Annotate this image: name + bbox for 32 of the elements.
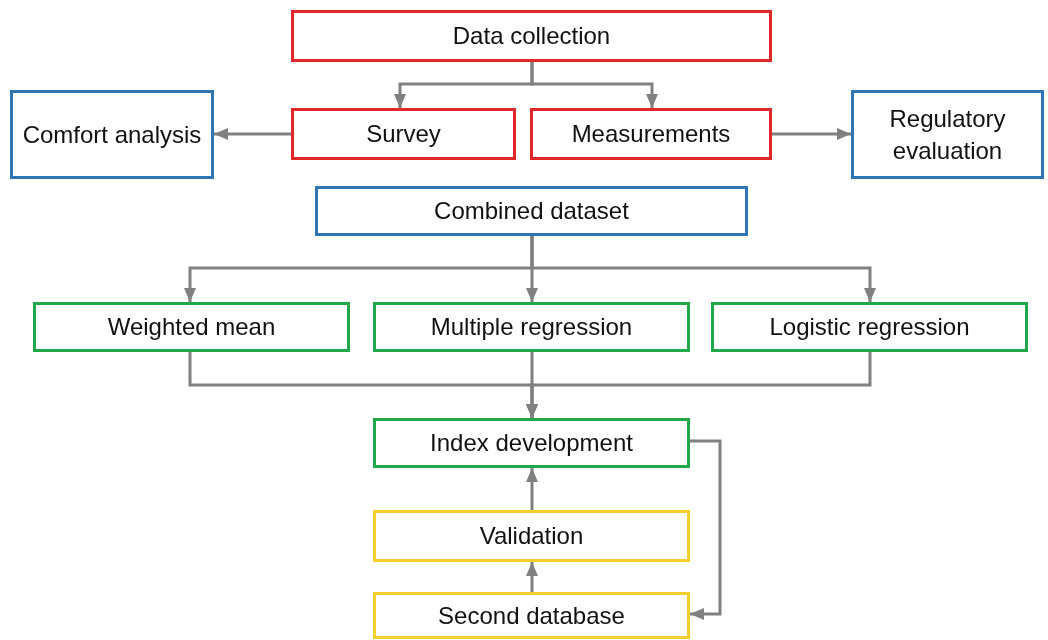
process-box bbox=[291, 108, 516, 160]
box-label: Comfort analysis bbox=[22, 119, 202, 150]
box-label: Logistic regression bbox=[769, 312, 970, 343]
box-label: Measurements bbox=[571, 119, 731, 150]
arrow bbox=[526, 352, 872, 418]
arrow bbox=[214, 128, 291, 140]
process-box bbox=[315, 186, 748, 236]
process-box bbox=[711, 302, 1028, 352]
process-box bbox=[10, 90, 214, 179]
process-box bbox=[373, 592, 690, 639]
box-label: Data collection bbox=[452, 21, 611, 52]
arrow bbox=[526, 468, 538, 510]
arrow bbox=[530, 62, 658, 108]
arrow bbox=[526, 562, 538, 592]
process-box bbox=[373, 418, 690, 468]
arrow bbox=[690, 439, 722, 620]
process-box bbox=[291, 10, 772, 62]
box-label: Second database bbox=[438, 600, 625, 631]
box-label: Regulatory evaluation bbox=[888, 104, 1007, 166]
process-box bbox=[373, 510, 690, 562]
box-label: Multiple regression bbox=[430, 312, 633, 343]
box-label: Weighted mean bbox=[107, 312, 276, 343]
box-label: Combined dataset bbox=[434, 196, 629, 227]
process-box bbox=[530, 108, 772, 160]
box-label: Survey bbox=[366, 119, 441, 150]
box-label: Index development bbox=[430, 428, 633, 459]
process-box bbox=[851, 90, 1044, 179]
process-box bbox=[33, 302, 350, 352]
arrow bbox=[772, 128, 851, 140]
arrow bbox=[530, 236, 876, 302]
process-box bbox=[373, 302, 690, 352]
box-label: Validation bbox=[479, 521, 584, 552]
